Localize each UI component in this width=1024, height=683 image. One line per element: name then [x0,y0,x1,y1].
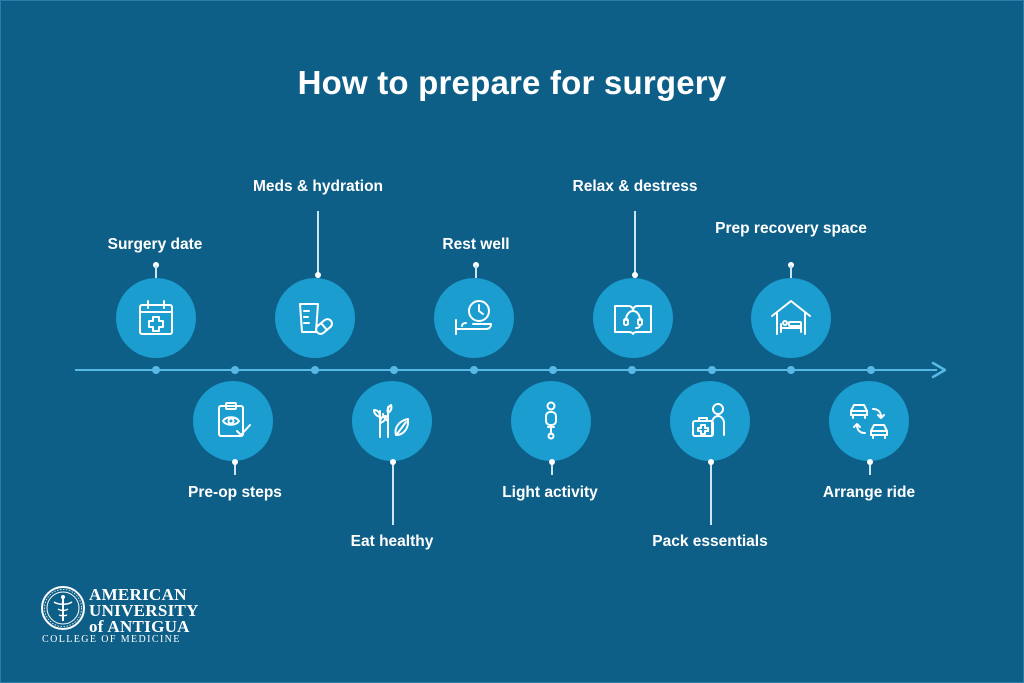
connector-dot [549,459,555,465]
timeline-dot [152,366,160,374]
connector-dot [390,459,396,465]
step-label-pack-essentials: Pack essentials [652,533,768,550]
connector-line [551,461,553,475]
step-label-eat-healthy: Eat healthy [350,533,434,550]
connector-dot [708,459,714,465]
timeline-dot [628,366,636,374]
cars-exchange-icon [850,404,888,439]
step-label-rest-well: Rest well [442,236,510,253]
page-title: How to prepare for surgery [297,64,727,101]
timeline-dot [867,366,875,374]
step-circle-surgery-date [116,278,196,358]
connector-line [475,265,477,278]
book-headphones-icon [614,305,652,335]
logo-line-american: AMERICAN [89,585,187,604]
connector-line [869,461,871,475]
connector-dot [232,459,238,465]
timeline-dot [390,366,398,374]
connector-line [634,211,636,278]
step-label-meds-hydration: Meds & hydration [252,178,384,195]
timeline-dot [311,366,319,374]
connector-line [710,461,712,525]
connector-line [234,461,236,475]
connector-line [317,211,319,278]
timeline-arrowhead-icon [931,361,947,379]
connector-dot [867,459,873,465]
plants-leaf-icon [373,404,410,438]
calendar-medical-icon [139,300,173,335]
timeline-dot [549,366,557,374]
step-label-light-activity: Light activity [502,484,598,501]
step-label-prep-recovery-space: Prep recovery space [715,220,867,237]
step-label-arrange-ride: Arrange ride [822,484,916,501]
timeline-dot [470,366,478,374]
walking-person-icon [545,401,557,440]
step-circle-meds-hydration [275,278,355,358]
cup-pill-icon [299,303,333,335]
step-circle-eat-healthy [352,381,432,461]
house-bed-icon [771,300,811,335]
step-circle-arrange-ride [829,381,909,461]
person-medical-bag-icon [692,403,725,437]
step-circle-pack-essentials [670,381,750,461]
step-circle-pre-op-steps [193,381,273,461]
clock-bed-icon [455,300,492,335]
logo-line-college-of-medicine: COLLEGE OF MEDICINE [42,634,181,645]
step-label-pre-op-steps: Pre-op steps [188,484,282,501]
step-label-surgery-date: Surgery date [107,236,203,253]
connector-dot [315,272,321,278]
logo-line-of-antigua: of ANTIGUA [89,617,190,636]
timeline-dot [708,366,716,374]
step-circle-light-activity [511,381,591,461]
connector-dot [632,272,638,278]
step-circle-relax-destress [593,278,673,358]
clipboard-eye-check-icon [218,402,251,437]
step-circle-prep-recovery-space [751,278,831,358]
timeline-axis [75,369,937,371]
connector-line [392,461,394,525]
step-circle-rest-well [434,278,514,358]
connector-line [790,265,792,278]
logo-line-university: UNIVERSITY [89,601,199,620]
connector-line [155,265,157,278]
university-logo: AMERICAN UNIVERSITY of ANTIGUA COLLEGE O… [40,585,210,645]
university-seal-icon [41,586,85,630]
step-label-relax-destress: Relax & destress [572,178,698,195]
timeline-dot [787,366,795,374]
timeline-dot [231,366,239,374]
